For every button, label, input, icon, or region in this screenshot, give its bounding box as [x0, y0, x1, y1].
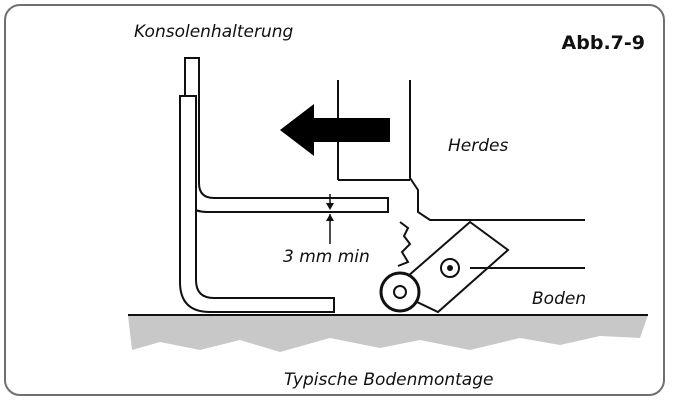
figure-frame [4, 4, 665, 396]
leg-bracket [397, 221, 412, 267]
bracket-top-arm [184, 182, 389, 213]
leg-adjuster-bolt-inner [447, 265, 453, 271]
clearance-label: 3 mm min [283, 247, 370, 267]
range-label: Herdes [448, 136, 509, 156]
caption: Typische Bodenmontage [284, 370, 494, 390]
floor-label: Boden [532, 289, 587, 309]
bracket-label: Konsolenhalterung [134, 22, 294, 42]
clearance-arrow-top [326, 203, 334, 210]
wheel-hub [393, 285, 407, 299]
figure-number: Abb.7-9 [561, 32, 645, 54]
bracket-main-body [179, 95, 335, 313]
push-direction-arrow [280, 104, 390, 156]
floor-ground [128, 315, 648, 352]
